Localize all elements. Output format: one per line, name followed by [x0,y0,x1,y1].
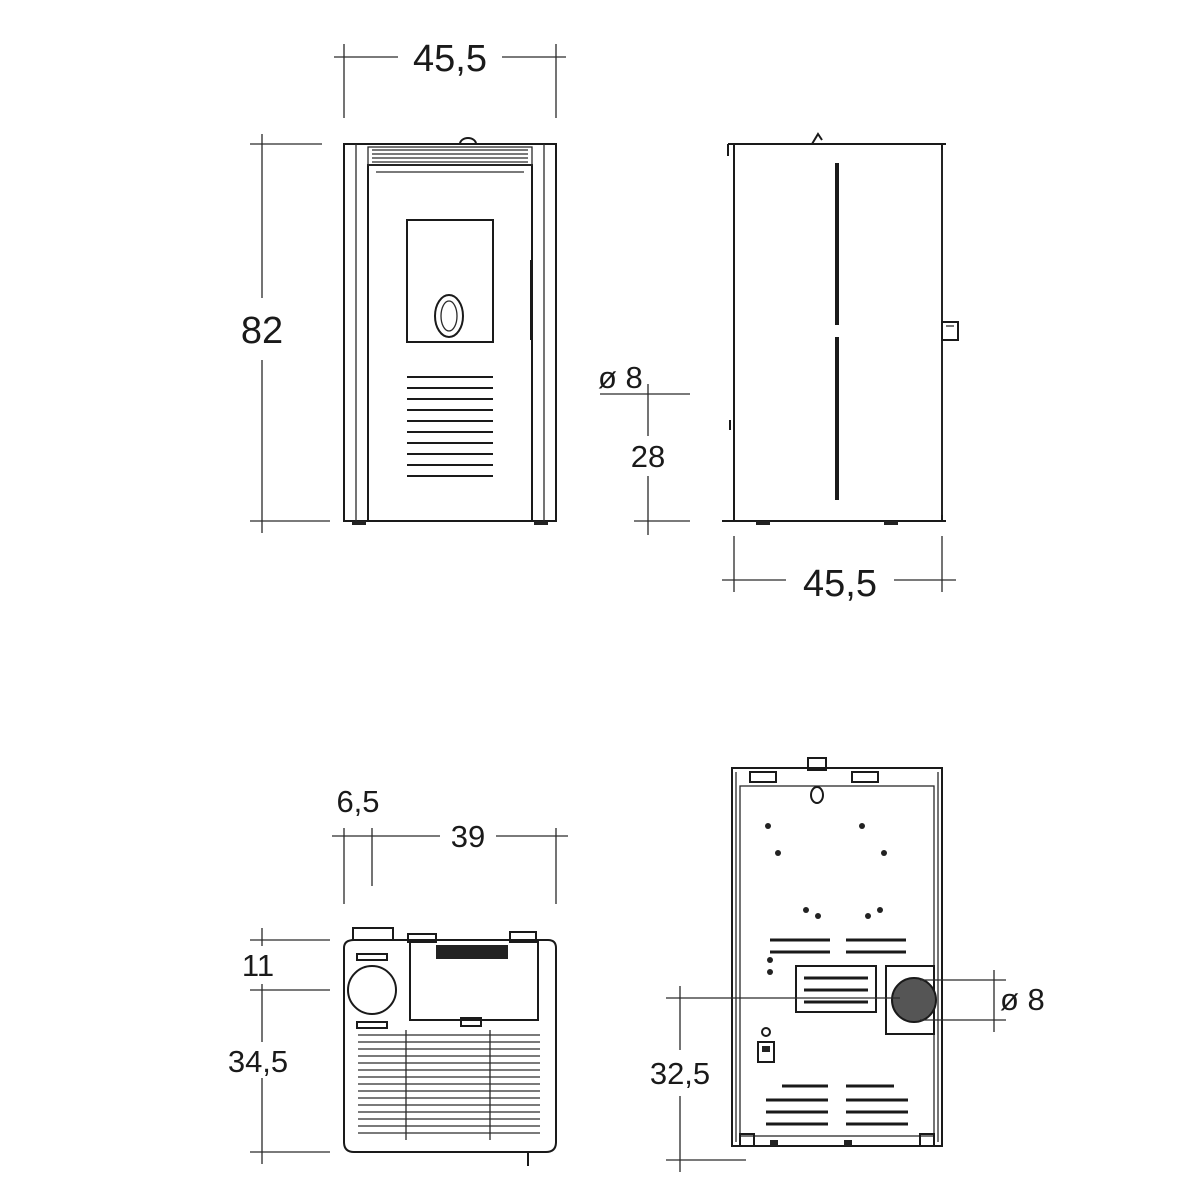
rear-flue-height-dimension: 32,5 [650,986,900,1172]
side-view [722,132,959,525]
side-top-hook [811,132,823,145]
top-view [343,927,557,1166]
rear-flue-diameter-dimension: ø 8 [920,970,1045,1032]
front-louvres [407,376,493,477]
side-flue-stub [941,321,959,341]
power-switch [757,1041,775,1063]
top-width-label: 39 [451,819,485,854]
rear-flue-diameter-label: ø 8 [1000,982,1045,1017]
side-depth-dimension: 45,5 [722,536,956,605]
top-offset-depth-label: 11 [242,948,274,983]
top-grill [358,1030,540,1140]
pellet-lid [409,939,539,1021]
rear-flue-height-label: 32,5 [650,1056,710,1091]
rear-central-plate [795,965,877,1013]
control-panel [436,945,508,959]
side-flue-dimension: ø 8 28 [598,360,690,535]
top-grille [367,146,533,166]
top-inlet-stub [352,927,394,941]
side-flue-height-label: 28 [631,439,665,474]
top-depth-dimensions: 11 34,5 [228,928,330,1164]
rear-outer-body [731,767,943,1147]
side-flue-diameter-label: ø 8 [598,360,643,395]
side-depth-label: 45,5 [803,563,877,605]
front-width-dimension: 45,5 [334,38,566,118]
top-depth-label: 34,5 [228,1044,288,1079]
rear-flue-outlet [891,977,937,1023]
flame-ellipse [434,294,464,338]
front-width-label: 45,5 [413,38,487,80]
fire-window [406,219,494,343]
rear-view [731,757,943,1147]
rear-lower-vents [766,1084,908,1126]
top-flue-circle [347,965,397,1015]
rear-upper-vents [770,938,906,954]
top-offset-label: 6,5 [336,784,379,819]
top-body [343,939,557,1153]
front-height-dimension: 82 [241,134,330,533]
rear-inner-panel [739,785,935,1137]
top-width-dimensions: 6,5 39 [332,784,568,904]
front-height-label: 82 [241,310,283,352]
front-view [343,137,557,525]
top-knob [459,137,477,145]
